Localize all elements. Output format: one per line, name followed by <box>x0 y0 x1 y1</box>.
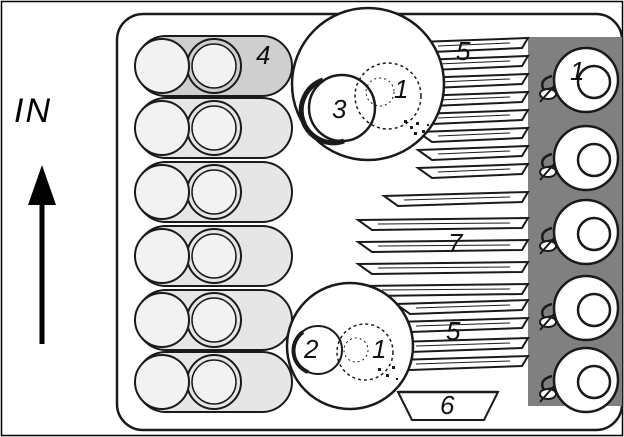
plate <box>415 126 530 144</box>
cup <box>539 46 620 114</box>
cups-section <box>539 46 620 414</box>
plate <box>380 190 530 208</box>
glasses-section <box>134 35 293 413</box>
plate <box>415 144 530 162</box>
plate <box>415 162 530 180</box>
label-5-top: 5 <box>456 36 471 66</box>
label-4: 4 <box>256 40 270 70</box>
label-5-bottom: 5 <box>446 316 461 346</box>
label-6: 6 <box>440 390 455 420</box>
glass-row <box>134 289 293 351</box>
large-plate-top <box>290 6 446 162</box>
plate <box>354 238 530 254</box>
label-1-bottom-plate: 1 <box>372 334 386 364</box>
label-3: 3 <box>332 94 347 124</box>
cup <box>539 274 620 342</box>
plate <box>393 298 530 316</box>
glass-row <box>134 225 293 287</box>
label-7: 7 <box>448 228 464 258</box>
plate <box>354 216 530 232</box>
plate <box>354 260 530 276</box>
glass-row <box>134 97 293 159</box>
direction-arrow-icon <box>28 165 56 344</box>
cup <box>539 346 620 414</box>
bowl <box>396 390 500 421</box>
plate <box>393 354 530 372</box>
label-1-top-plate: 1 <box>394 74 408 104</box>
label-2: 2 <box>303 334 319 364</box>
glass-row <box>134 161 293 223</box>
cup <box>539 124 620 192</box>
cup <box>539 198 620 266</box>
glass-row <box>134 35 293 97</box>
label-1-cup: 1 <box>570 56 584 86</box>
plate <box>415 90 530 108</box>
direction-label: IN <box>14 92 52 130</box>
large-plate-bottom <box>285 281 415 411</box>
glass-row <box>134 351 293 413</box>
